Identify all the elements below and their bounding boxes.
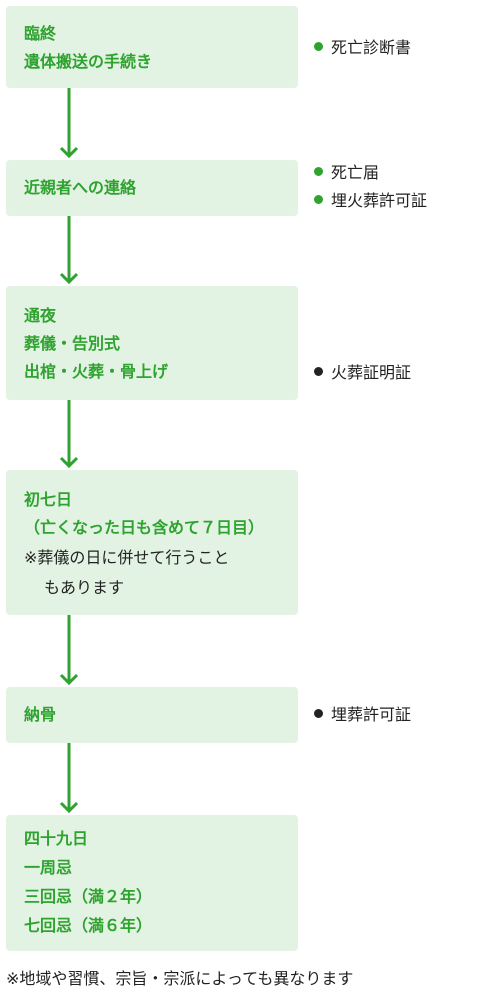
step-line: 四十九日 xyxy=(24,829,89,848)
document-death-notice: 死亡届 xyxy=(314,163,379,183)
bullet-icon xyxy=(314,195,323,204)
step-line: 三回忌（満２年） xyxy=(24,887,153,906)
document-burial-permit: 埋葬許可証 xyxy=(314,705,411,725)
document-death-certificate: 死亡診断書 xyxy=(314,38,411,58)
flow-step-wake-funeral: 通夜 葬儀・告別式 出棺・火葬・骨上げ xyxy=(6,286,298,400)
flow-step-deathbed: 臨終 遺体搬送の手続き xyxy=(6,6,298,88)
step-line: 遺体搬送の手続き xyxy=(24,52,153,71)
bullet-icon xyxy=(314,42,323,51)
flow-arrow-down-icon xyxy=(59,743,79,814)
flow-arrow-down-icon xyxy=(59,400,79,469)
step-line: 臨終 xyxy=(24,24,57,43)
step-line: 近親者への連絡 xyxy=(24,178,137,197)
flow-step-interment: 納骨 xyxy=(6,687,298,743)
bullet-icon xyxy=(314,167,323,176)
flow-arrow-down-icon xyxy=(59,88,79,159)
document-label: 死亡診断書 xyxy=(331,38,412,57)
footer-note: ※地域や習慣、宗旨・宗派によっても異なります xyxy=(6,969,354,988)
flow-arrow-down-icon xyxy=(59,615,79,686)
step-note: ※葬儀の日に併せて行うこと xyxy=(24,548,230,567)
step-line: 初七日 xyxy=(24,490,73,509)
flow-step-contact-relatives: 近親者への連絡 xyxy=(6,160,298,216)
step-line: 出棺・火葬・骨上げ xyxy=(24,362,169,381)
step-line: 葬儀・告別式 xyxy=(24,334,121,353)
document-cremation-certificate: 火葬証明証 xyxy=(314,363,411,383)
flow-arrow-down-icon xyxy=(59,216,79,285)
flow-step-memorial-services: 四十九日 一周忌 三回忌（満２年） 七回忌（満６年） xyxy=(6,815,298,951)
step-line: 通夜 xyxy=(24,306,57,325)
step-line: 一周忌 xyxy=(24,858,73,877)
document-label: 死亡届 xyxy=(331,163,380,182)
step-line: 納骨 xyxy=(24,705,57,724)
document-burial-cremation-permit: 埋火葬許可証 xyxy=(314,191,427,211)
step-line: （亡くなった日も含めて７日目） xyxy=(24,518,265,537)
flow-step-seventh-day: 初七日 （亡くなった日も含めて７日目） ※葬儀の日に併せて行うこと もあります xyxy=(6,470,298,615)
document-label: 埋火葬許可証 xyxy=(331,191,428,210)
document-label: 埋葬許可証 xyxy=(331,705,412,724)
bullet-icon xyxy=(314,367,323,376)
document-label: 火葬証明証 xyxy=(331,363,412,382)
step-note: もあります xyxy=(44,578,125,597)
step-line: 七回忌（満６年） xyxy=(24,916,153,935)
bullet-icon xyxy=(314,709,323,718)
